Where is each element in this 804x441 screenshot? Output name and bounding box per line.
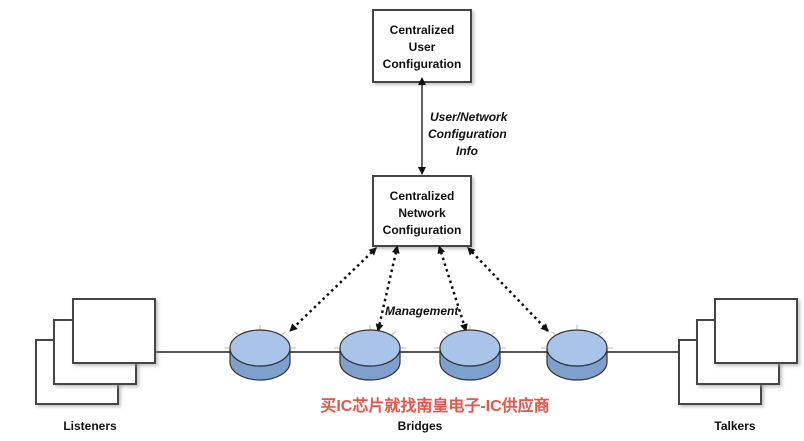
user-network-info-line-2: Configuration — [428, 127, 507, 141]
bridges-group — [224, 325, 613, 381]
user-network-info-line-1: User/Network — [430, 110, 509, 124]
watermark-text: 买IC芯片就找南皇电子-IC供应商 — [320, 396, 549, 415]
talkers-label: Talkers — [714, 419, 755, 433]
bridge-4 — [541, 325, 613, 381]
user-network-info-line-3: Info — [456, 144, 478, 158]
user-config-box: Centralized User Configuration — [372, 9, 472, 83]
bridge-tick — [598, 331, 603, 335]
bridge-top — [229, 329, 291, 367]
network-config-line-3: Configuration — [383, 223, 462, 237]
bridge-tick — [344, 331, 349, 335]
network-config-box: Centralized Network Configuration — [372, 175, 472, 247]
bridge-top — [439, 329, 501, 367]
user-config-line-2: User — [409, 40, 436, 54]
bridge-2 — [334, 325, 406, 381]
management-arrow-3 — [437, 245, 468, 332]
management-arrow-4 — [467, 246, 549, 332]
network-config-line-2: Network — [398, 206, 446, 220]
management-arrows — [289, 245, 549, 332]
bridge-top — [339, 329, 401, 367]
talkers-stack — [678, 298, 798, 405]
management-arrow-2 — [375, 245, 400, 332]
bridge-tick — [444, 331, 449, 335]
user-config-line-3: Configuration — [383, 57, 462, 71]
bridge-tick — [234, 331, 239, 335]
bridge-1 — [224, 325, 296, 381]
bridges-label: Bridges — [398, 419, 443, 433]
management-arrow-1 — [289, 247, 378, 332]
bridge-3 — [434, 325, 506, 381]
bridge-tick — [391, 331, 396, 335]
user-config-line-1: Centralized — [390, 23, 455, 37]
bridge-top — [546, 329, 608, 367]
listeners-stack — [35, 298, 156, 405]
bridge-tick — [551, 331, 556, 335]
network-config-line-1: Centralized — [390, 189, 455, 203]
management-label: Management — [385, 304, 459, 318]
bridge-tick — [491, 331, 496, 335]
bridge-tick — [281, 331, 286, 335]
listeners-label: Listeners — [63, 419, 117, 433]
